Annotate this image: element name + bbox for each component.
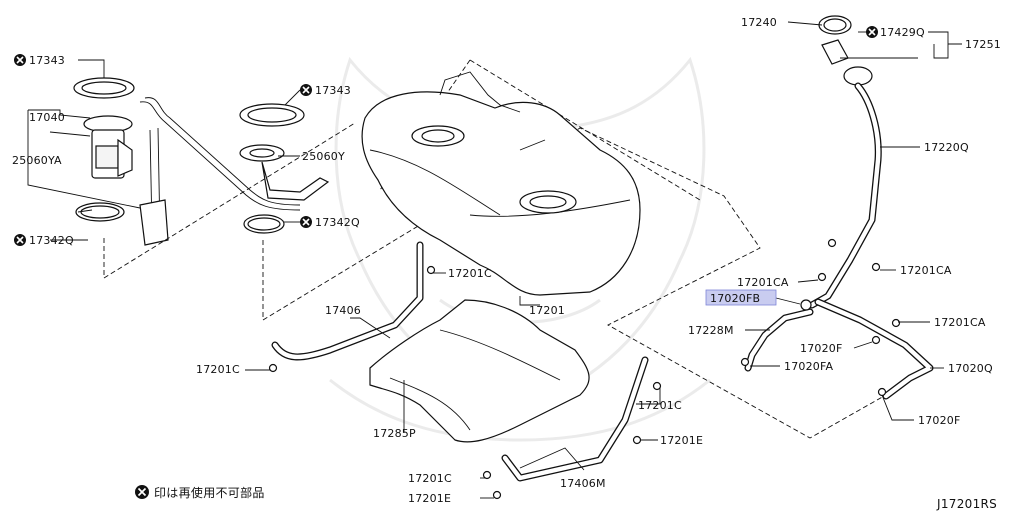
label-25060YA[interactable]: 25060YA	[12, 154, 62, 167]
label-17020F[interactable]: 17020F	[800, 342, 843, 355]
label-17285P[interactable]: 17285P	[373, 427, 416, 440]
pump-dashed-frame	[103, 122, 356, 279]
label-17020FA[interactable]: 17020FA	[784, 360, 834, 373]
label-17240[interactable]: 17240	[741, 16, 777, 29]
x-circle-icon	[866, 26, 878, 38]
x-circle-icon	[300, 84, 312, 96]
label-17201C[interactable]: 17201C	[196, 363, 240, 376]
label-17201E[interactable]: 17201E	[660, 434, 703, 447]
note-text: 印は再使用不可部品	[154, 485, 265, 500]
label-17342Q[interactable]: 17342Q	[315, 216, 360, 229]
heat-insulator	[369, 299, 590, 443]
label-17429Q[interactable]: 17429Q	[880, 26, 925, 39]
label-17201E[interactable]: 17201E	[408, 492, 451, 505]
label-17228M[interactable]: 17228M	[688, 324, 734, 337]
x-circle-icon	[14, 234, 26, 246]
label-17201CA[interactable]: 17201CA	[934, 316, 986, 329]
label-17201CA[interactable]: 17201CA	[737, 276, 789, 289]
highlight-17020FB	[705, 289, 777, 306]
x-circle-icon	[135, 485, 149, 499]
label-17020F[interactable]: 17020F	[918, 414, 961, 427]
label-17342Q[interactable]: 17342Q	[29, 234, 74, 247]
tank-band-17406	[271, 241, 424, 361]
x-circle-icon	[14, 54, 26, 66]
label-17343[interactable]: 17343	[29, 54, 65, 67]
diagram-id: J17201RS	[936, 497, 997, 511]
level-unit-assembly	[239, 103, 330, 234]
label-17040[interactable]: 17040	[29, 111, 65, 124]
label-17201CA[interactable]: 17201CA	[900, 264, 952, 277]
label-17343[interactable]: 17343	[315, 84, 351, 97]
label-17020Q[interactable]: 17020Q	[948, 362, 993, 375]
label-17220Q[interactable]: 17220Q	[924, 141, 969, 154]
x-circle-icon	[300, 216, 312, 228]
label-17406[interactable]: 17406	[325, 304, 361, 317]
leader-lines	[27, 21, 962, 499]
fuel-tank	[361, 71, 641, 296]
label-17201[interactable]: 17201	[529, 304, 565, 317]
label-25060Y[interactable]: 25060Y	[302, 150, 345, 163]
fuel-pump-assembly	[73, 77, 301, 246]
label-17201C[interactable]: 17201C	[448, 267, 492, 280]
label-17406M[interactable]: 17406M	[560, 477, 606, 490]
filler-assembly	[818, 15, 873, 86]
label-17251[interactable]: 17251	[965, 38, 1001, 51]
level-unit-dashed-frame	[262, 127, 931, 439]
label-17201C[interactable]: 17201C	[638, 399, 682, 412]
label-17020FB[interactable]: 17020FB	[710, 292, 760, 305]
fasteners	[268, 238, 901, 500]
label-17201C[interactable]: 17201C	[408, 472, 452, 485]
